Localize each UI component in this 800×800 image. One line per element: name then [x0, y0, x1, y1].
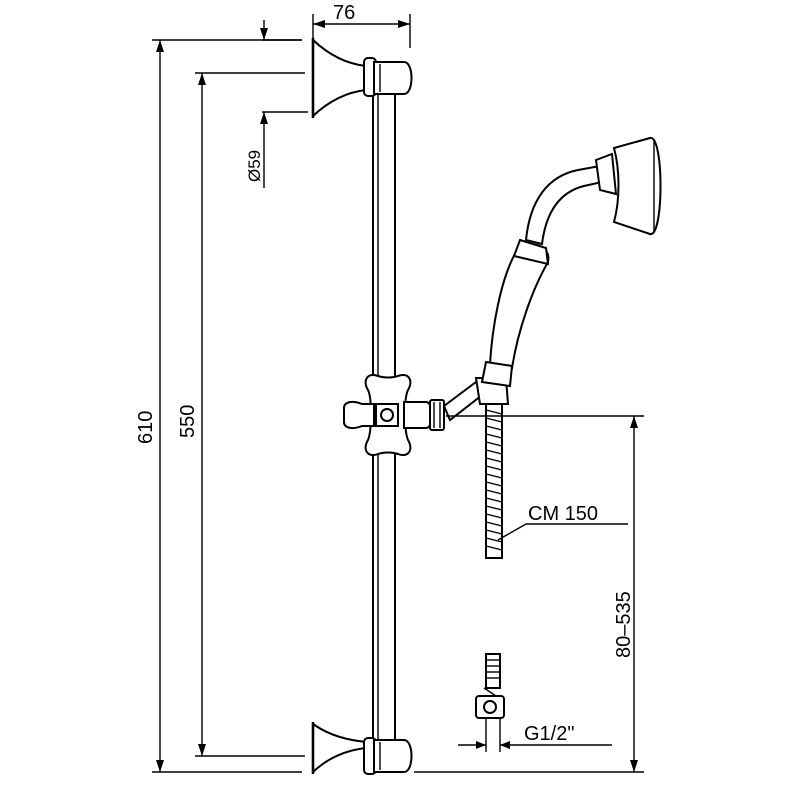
dimension-label-top-width: 76	[333, 2, 355, 24]
dimension-connector-thread: G1/2"	[458, 718, 612, 752]
dimension-label-slider-range: 80–535	[613, 591, 635, 658]
slider-with-cross-knob	[343, 374, 445, 456]
dimension-diameter: Ø59	[245, 20, 308, 188]
dimension-bar-length: 550	[177, 72, 305, 757]
dimension-label-diameter: Ø59	[245, 150, 264, 182]
dimension-label-hose-length: CM 150	[528, 503, 598, 525]
dimension-hose-length: CM 150	[497, 503, 628, 541]
bottom-wall-bracket	[311, 722, 413, 775]
flexible-hose	[485, 403, 503, 559]
dimension-total-height: 610	[135, 39, 302, 773]
dimension-label-bar-length: 550	[177, 405, 199, 438]
dimension-slider-range: 80–535	[414, 415, 644, 773]
dimension-top-width: 76	[312, 2, 411, 48]
dimension-label-total-height: 610	[135, 411, 157, 444]
wall-connector	[475, 653, 505, 719]
hand-shower	[480, 137, 662, 388]
top-wall-bracket	[311, 37, 413, 119]
dimension-label-connector-thread: G1/2"	[524, 723, 574, 745]
